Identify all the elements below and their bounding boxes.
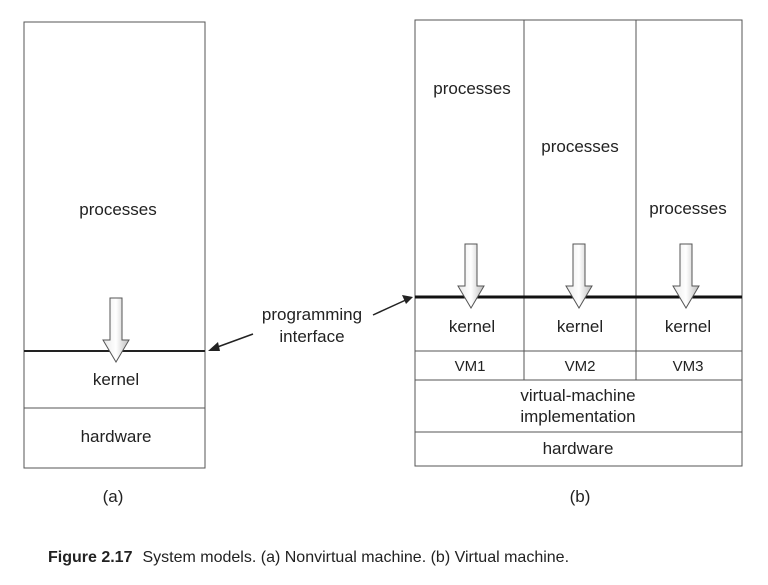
figure-number: Figure 2.17: [48, 549, 133, 566]
right-pointer-arrow-icon: [372, 295, 413, 316]
a-processes-label: processes: [79, 200, 156, 219]
b-vm3-down-arrow-icon: [672, 243, 700, 309]
a-hardware-label: hardware: [81, 427, 152, 446]
b-vm-impl-line1: virtual-machine: [520, 386, 635, 405]
figure-caption: Figure 2.17 System models. (a) Nonvirtual…: [48, 549, 569, 566]
b-vm3-kernel-label: kernel: [665, 317, 711, 336]
b-outer-box: [414, 19, 743, 467]
left-pointer-arrow-icon: [208, 333, 254, 351]
b-hardware-label: hardware: [543, 439, 614, 458]
b-vm-impl-line2: implementation: [520, 407, 635, 426]
b-vm1-kernel-label: kernel: [449, 317, 495, 336]
programming-interface-annotation: programming interface: [208, 295, 413, 351]
a-down-arrow-icon: [102, 297, 130, 363]
b-vm2-label: VM2: [565, 358, 596, 375]
b-vm1-label: VM1: [455, 358, 486, 375]
b-caption-label: (b): [570, 487, 591, 506]
b-vm1-processes-label: processes: [433, 79, 510, 98]
b-vm2-down-arrow-icon: [565, 243, 593, 309]
a-caption-label: (a): [103, 487, 124, 506]
programming-interface-line2: interface: [279, 327, 344, 346]
b-vm2-processes-label: processes: [541, 137, 618, 156]
nonvirtual-machine-diagram: processes kernel hardware (a): [23, 21, 206, 506]
b-vm3-processes-label: processes: [649, 199, 726, 218]
b-vm1-down-arrow-icon: [457, 243, 485, 309]
a-kernel-label: kernel: [93, 370, 139, 389]
b-vm2-kernel-label: kernel: [557, 317, 603, 336]
programming-interface-line1: programming: [262, 305, 362, 324]
a-outer-box: [23, 21, 206, 469]
b-vm3-label: VM3: [673, 358, 704, 375]
virtual-machine-diagram: processes kernel VM1 processes kernel VM…: [414, 19, 743, 506]
figure-caption-text: System models. (a) Nonvirtual machine. (…: [142, 549, 569, 566]
